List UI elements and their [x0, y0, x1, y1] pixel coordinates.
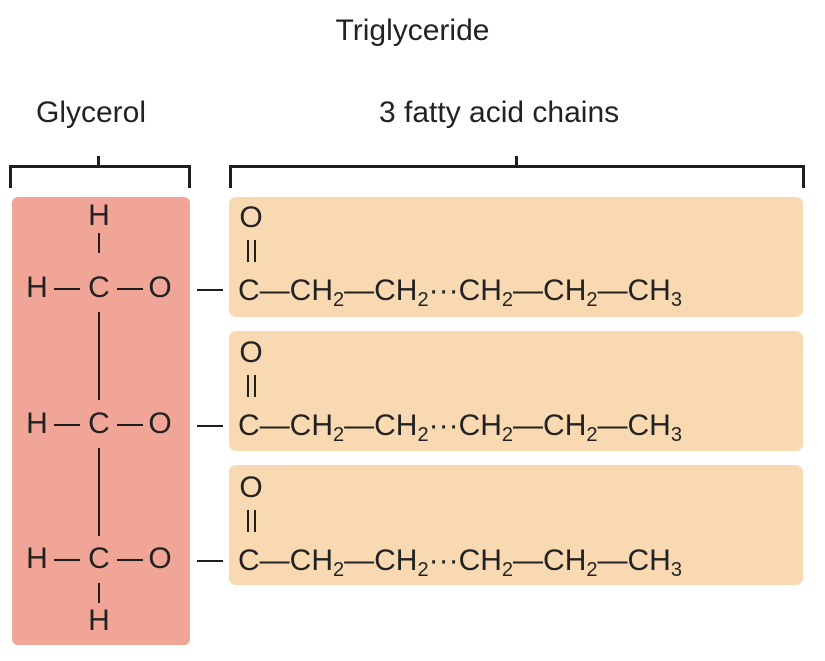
ester-bond-2: [197, 425, 223, 427]
double-bond-2: [247, 375, 256, 397]
oxygen-1: O: [148, 271, 172, 304]
hydrogen-3: H: [26, 542, 48, 575]
double-bond-3: [247, 510, 256, 532]
oxygen-3: O: [148, 542, 172, 575]
fatty-acid-box-1: [229, 197, 803, 317]
double-bond-1: [247, 240, 256, 262]
glycerol-backbone-box: [12, 197, 190, 645]
ester-bond-3: [197, 560, 223, 562]
bond: [98, 583, 100, 603]
diagram-title: Triglyceride: [335, 14, 490, 47]
ester-bond-1: [197, 289, 223, 291]
bond: [54, 559, 80, 561]
hydrogen-2: H: [26, 407, 48, 440]
carbon-2: C: [88, 407, 110, 440]
bond: [54, 424, 80, 426]
fatty-acid-chain-2: C—CH2—CH2···CH2—CH2—CH3: [238, 409, 682, 446]
oxygen-2: O: [148, 407, 172, 440]
carbonyl-oxygen-2: O: [239, 336, 263, 369]
carbonyl-oxygen-3: O: [239, 471, 263, 504]
fatty-acid-chain-3: C—CH2—CH2···CH2—CH2—CH3: [238, 544, 682, 581]
bond: [98, 312, 100, 400]
glycerol-bracket: [9, 156, 191, 188]
carbon-3: C: [88, 542, 110, 575]
fatty-acids-label: 3 fatty acid chains: [379, 96, 620, 129]
bond: [54, 288, 80, 290]
fatty-acid-box-2: [229, 331, 803, 451]
glycerol-label: Glycerol: [36, 96, 147, 129]
fatty-acid-chain-1: C—CH2—CH2···CH2—CH2—CH3: [238, 274, 682, 311]
bond: [117, 288, 143, 290]
fatty-acid-box-3: [229, 465, 803, 585]
hydrogen-1: H: [26, 271, 48, 304]
bottom-hydrogen: H: [88, 604, 110, 637]
bond: [117, 424, 143, 426]
bond: [98, 448, 100, 536]
fatty-acids-bracket: [229, 156, 805, 188]
carbon-1: C: [88, 271, 110, 304]
carbonyl-oxygen-1: O: [239, 201, 263, 234]
bond: [98, 233, 100, 253]
top-hydrogen: H: [88, 199, 110, 232]
bond: [117, 559, 143, 561]
